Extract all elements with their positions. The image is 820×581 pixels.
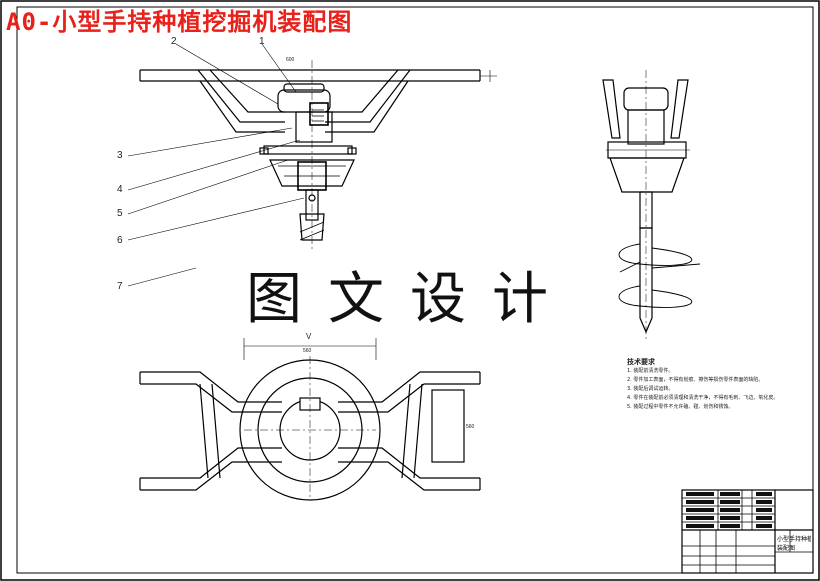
front-view [127,43,497,287]
dimension-side-height: 560 [466,424,475,430]
callout-3: 3 [117,150,123,161]
note-line: 2. 零件加工表面，不得有划痕、擦伤等损伤零件表面的缺陷。 [627,377,764,383]
section-marker: V [306,332,312,341]
inner-border [16,6,814,574]
callout-6: 6 [117,235,123,246]
note-line: 4. 零件在装配前必须清理和清洗干净，不得有毛刺、飞边、氧化皮。 [627,395,779,401]
note-line: 5. 装配过程中零件不允许磕、碰、划伤和锈蚀。 [627,404,734,410]
dimension-bottom-width: 560 [303,348,312,354]
title-block-drawing: 装配图 [777,546,796,552]
notes-heading: 技术要求 [627,358,655,366]
watermark-text: 图文设计 [246,267,574,332]
drawing-title: A0-小型手持种植挖掘机装配图 [6,8,353,36]
callout-1: 1 [259,36,265,47]
callout-2: 2 [171,36,177,47]
callout-4: 4 [117,184,123,195]
callout-7: 7 [117,281,123,292]
note-line: 1. 装配前清洗零件。 [627,368,674,374]
side-view [602,70,701,340]
title-block-hatching [686,492,772,528]
callout-5: 5 [117,208,123,219]
title-block-name: 小型手持种植挖掘机 [777,537,811,543]
note-line: 3. 装配后调试运转。 [627,386,674,392]
title-block [681,489,814,574]
technical-notes: 技术要求 1. 装配前清洗零件。 2. 零件加工表面，不得有划痕、擦伤等损伤零件… [627,358,802,412]
top-view [139,338,481,501]
dimension-top-width: 600 [286,57,295,63]
